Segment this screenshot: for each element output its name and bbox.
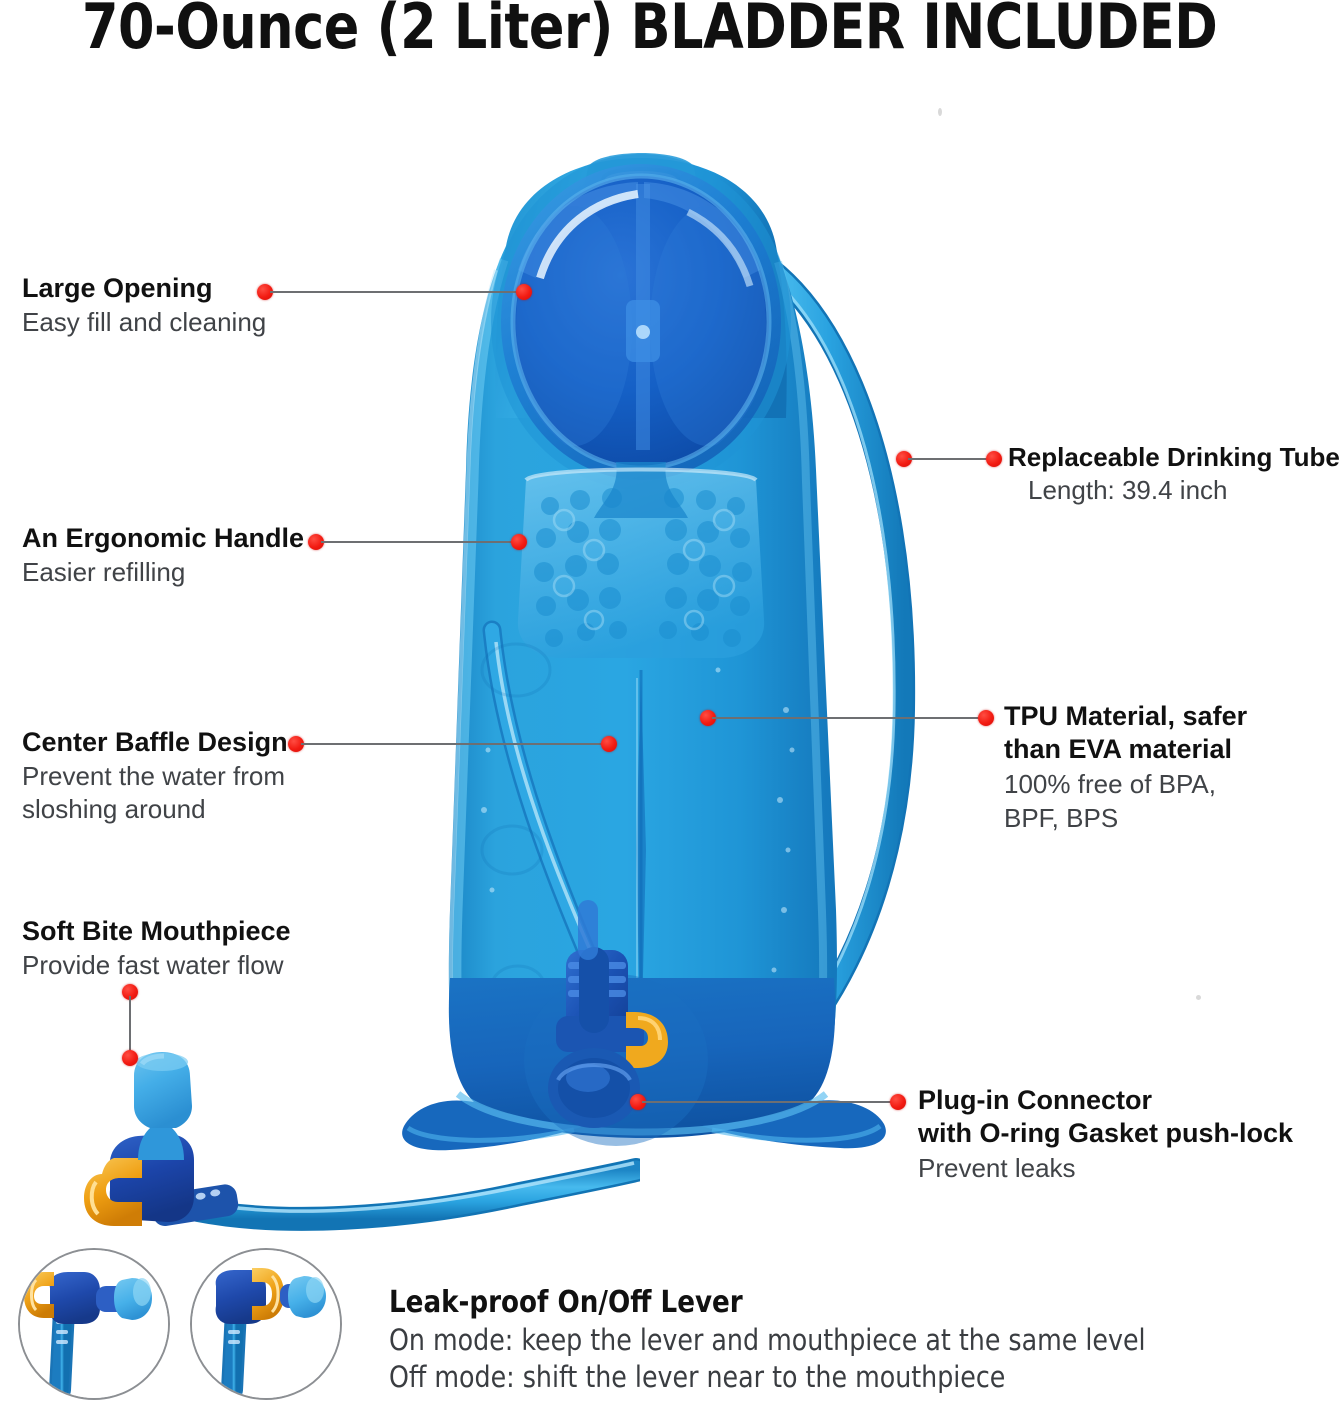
callout-center-baffle: Center Baffle Design Prevent the water f… (22, 726, 352, 826)
anchor-dot-ergonomic-handle (511, 534, 527, 550)
anchor-dot-center-baffle (601, 736, 617, 752)
anchor-dot-plug-in-connector (630, 1094, 646, 1110)
callout-plug-in-connector: Plug-in Connector with O-ring Gasket pus… (918, 1084, 1338, 1185)
callout-sub: Provide fast water flow (22, 950, 284, 981)
callout-tpu-material: TPU Material, safer than EVA material 10… (1004, 700, 1304, 834)
leader-line-large-opening (270, 291, 524, 293)
leader-line-center-baffle (301, 743, 609, 745)
callout-sub: Prevent the water from sloshing around (22, 761, 285, 825)
bottom-line-on-mode: On mode: keep the lever and mouthpiece a… (389, 1322, 1146, 1357)
callout-drinking-tube: Replaceable Drinking Tube Length: 39.4 i… (1008, 441, 1344, 507)
speck-artifact (1196, 995, 1201, 1000)
callout-heading: Replaceable Drinking Tube (1008, 442, 1340, 472)
callout-sub: Easier refilling (22, 557, 186, 588)
page-title: 70-Ounce (2 Liter) BLADDER INCLUDED (82, 0, 1218, 63)
leader-line-plug-in-connector (642, 1101, 896, 1103)
anchor-dot-large-opening (516, 284, 532, 300)
callout-heading: Large Opening (22, 273, 213, 303)
callout-heading-line2: than EVA material (1004, 734, 1233, 765)
callout-large-opening: Large Opening Easy fill and cleaning (22, 272, 352, 339)
bottom-line-off-mode: Off mode: shift the lever near to the mo… (389, 1360, 1006, 1395)
thumbnail-lever-on-mode[interactable] (18, 1248, 170, 1400)
callout-dot-plug-in-connector (890, 1094, 906, 1110)
callout-heading-line1: Plug-in Connector (918, 1085, 1152, 1115)
callout-sub: Easy fill and cleaning (22, 307, 267, 338)
callout-heading: An Ergonomic Handle (22, 523, 305, 553)
callout-dot-drinking-tube (986, 451, 1002, 467)
callout-dot-tpu-material (978, 710, 994, 726)
callout-heading: Soft Bite Mouthpiece (22, 916, 291, 946)
callout-heading-line2: with O-ring Gasket push-lock (918, 1118, 1294, 1149)
callout-sub-line2: BPF, BPS (1004, 802, 1119, 833)
callout-dot-large-opening (257, 284, 273, 300)
callout-heading-line1: TPU Material, safer (1004, 701, 1248, 731)
leak-proof-lever-block: Leak-proof On/Off Lever On mode: keep th… (389, 1284, 1329, 1397)
leader-line-tpu-material (712, 717, 984, 719)
callout-ergonomic-handle: An Ergonomic Handle Easier refilling (22, 522, 352, 589)
callout-dot-center-baffle (288, 736, 304, 752)
callout-dot-soft-bite-mouthpiece (122, 984, 138, 1000)
mouthpiece-tube-illustration (84, 1052, 640, 1231)
leader-line-drinking-tube (908, 458, 992, 460)
callout-sub-line1: 100% free of BPA, (1004, 768, 1216, 799)
bottom-heading: Leak-proof On/Off Lever (389, 1285, 743, 1320)
speck-artifact (938, 108, 942, 116)
callout-soft-bite-mouthpiece: Soft Bite Mouthpiece Provide fast water … (22, 915, 362, 982)
lever-on-mode-photo (20, 1250, 168, 1398)
anchor-dot-tpu-material (700, 710, 716, 726)
callout-heading: Center Baffle Design (22, 727, 288, 757)
leader-line-soft-bite-mouthpiece (129, 996, 131, 1058)
lever-off-mode-photo (192, 1250, 340, 1398)
hydration-bladder-illustration (402, 153, 916, 1151)
anchor-dot-drinking-tube (896, 451, 912, 467)
leader-line-ergonomic-handle (321, 541, 519, 543)
thumbnail-lever-off-mode[interactable] (190, 1248, 342, 1400)
anchor-dot-soft-bite-mouthpiece (122, 1050, 138, 1066)
callout-dot-ergonomic-handle (308, 534, 324, 550)
callout-sub: Prevent leaks (918, 1152, 1076, 1183)
callout-sub: Length: 39.4 inch (1028, 475, 1228, 506)
